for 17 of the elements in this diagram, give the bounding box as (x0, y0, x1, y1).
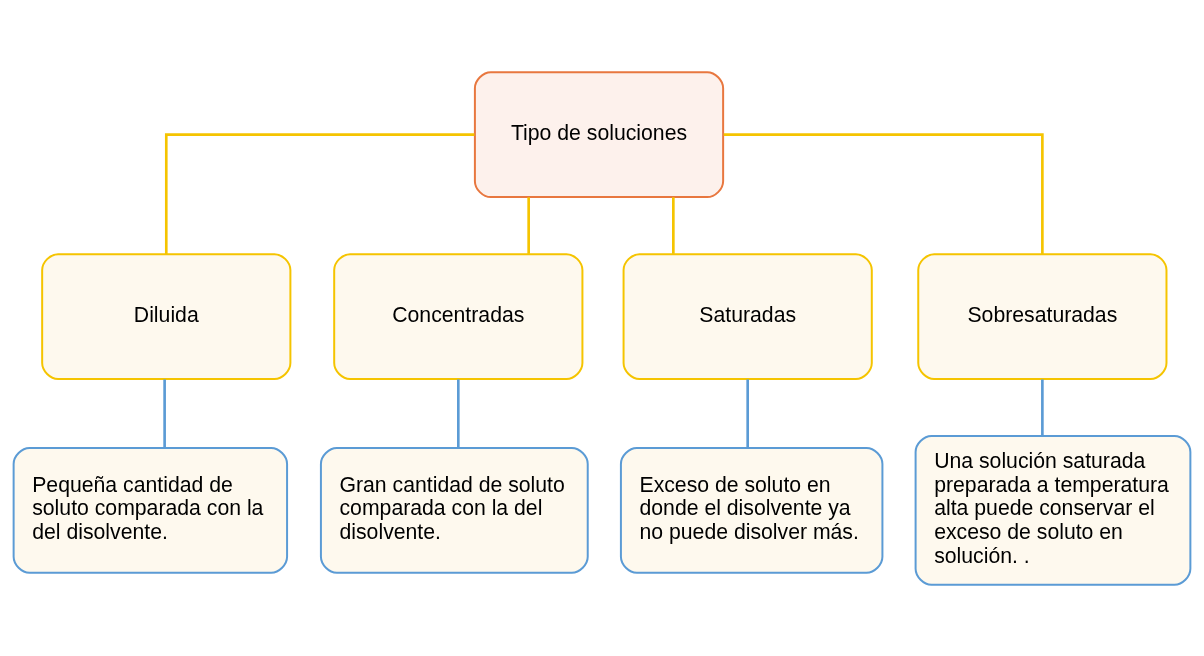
node-box: Diluida (41, 252, 292, 380)
connector (164, 132, 475, 254)
connector (527, 196, 530, 254)
node-box: Pequeña cantidad de soluto comparada con la del disolvente. (12, 446, 289, 574)
node-box: Tipo de soluciones (473, 70, 725, 198)
node-box: Sobresaturadas (917, 252, 1168, 380)
connector (163, 378, 166, 448)
connector (1041, 378, 1044, 436)
node-box: Saturadas (622, 252, 873, 380)
node-box: Concentradas (333, 252, 584, 380)
connector (672, 196, 675, 254)
connector (457, 378, 460, 448)
node-box: Exceso de soluto en donde el disolvente ya no puede disolver más. (619, 446, 884, 574)
connector (723, 132, 1044, 254)
connector (746, 378, 749, 448)
node-box: Una solución saturada preparada a temperatura alta puede conservar el exceso de soluto en solución. . (914, 434, 1192, 586)
node-box: Gran cantidad de soluto comparada con la del disolvente. (319, 446, 589, 574)
